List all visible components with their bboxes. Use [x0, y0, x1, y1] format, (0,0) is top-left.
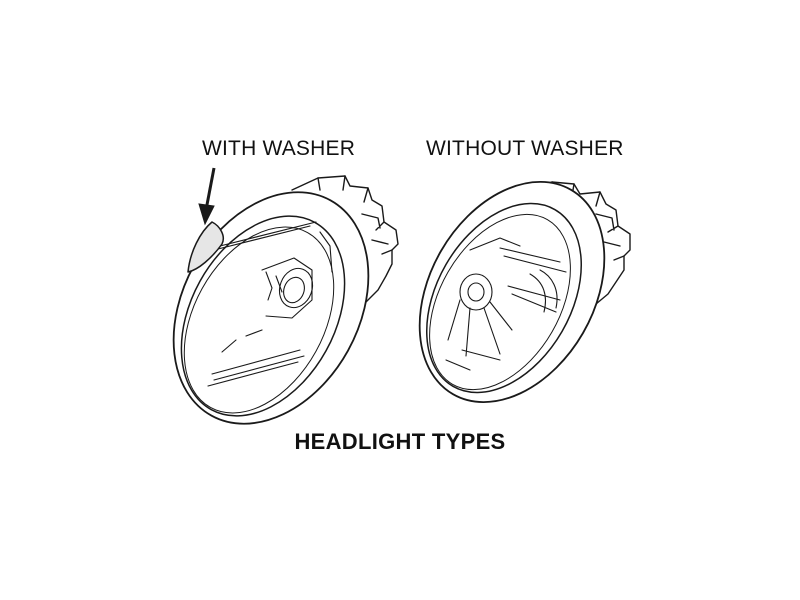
washer-pointer-arrow [198, 167, 216, 226]
lens-interior [445, 237, 567, 371]
headlight-without-washer [418, 180, 631, 404]
headlight-with-washer [172, 175, 399, 425]
diagram-caption: HEADLIGHT TYPES [294, 429, 506, 454]
reflector-interior [207, 221, 333, 387]
without-washer-label: WITHOUT WASHER [426, 137, 624, 160]
with-washer-label: WITH WASHER [202, 137, 356, 160]
washer-nozzle [187, 221, 224, 273]
